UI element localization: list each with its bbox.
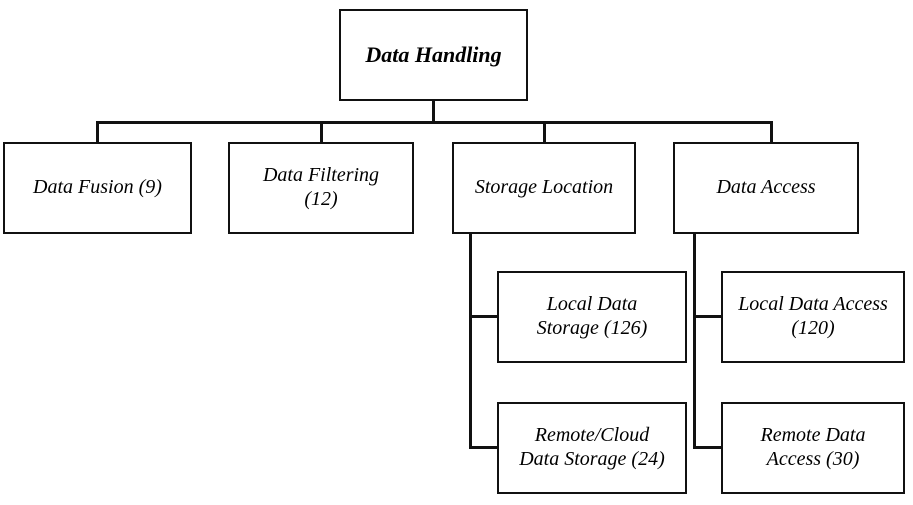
node-data-filtering: Data Filtering (12): [228, 142, 414, 234]
node-data-handling: Data Handling: [339, 9, 528, 101]
node-label: Remote Data Access (30): [760, 424, 866, 470]
connector-drop-data-filtering: [320, 121, 323, 143]
node-storage-location: Storage Location: [452, 142, 636, 234]
node-data-access: Data Access: [673, 142, 859, 234]
node-label: Remote/Cloud Data Storage (24): [519, 424, 665, 470]
node-label: Data Filtering (12): [262, 164, 380, 210]
connector-storage-trunk: [469, 233, 472, 449]
node-label: Local Data Storage (126): [536, 293, 648, 339]
node-data-fusion: Data Fusion (9): [3, 142, 192, 234]
node-remote-data-access: Remote Data Access (30): [721, 402, 905, 494]
connector-drop-storage-location: [543, 121, 546, 143]
node-label: Local Data Access (120): [738, 293, 888, 339]
connector-drop-data-fusion: [96, 121, 99, 143]
node-local-data-access: Local Data Access (120): [721, 271, 905, 363]
connector-drop-data-access: [770, 121, 773, 143]
connector-access-trunk: [693, 233, 696, 449]
connector-root-stem: [432, 101, 435, 123]
node-label: Storage Location: [474, 176, 614, 199]
node-remote-cloud-data-storage: Remote/Cloud Data Storage (24): [497, 402, 687, 494]
node-label: Data Handling: [365, 42, 502, 68]
connector-level2-bus: [97, 121, 773, 124]
connector-storage-stub-local: [469, 315, 499, 318]
node-label: Data Fusion (9): [33, 176, 162, 199]
node-local-data-storage: Local Data Storage (126): [497, 271, 687, 363]
node-label: Data Access: [716, 176, 816, 199]
connector-storage-stub-remote: [469, 446, 499, 449]
connector-access-stub-local: [693, 315, 723, 318]
connector-access-stub-remote: [693, 446, 723, 449]
